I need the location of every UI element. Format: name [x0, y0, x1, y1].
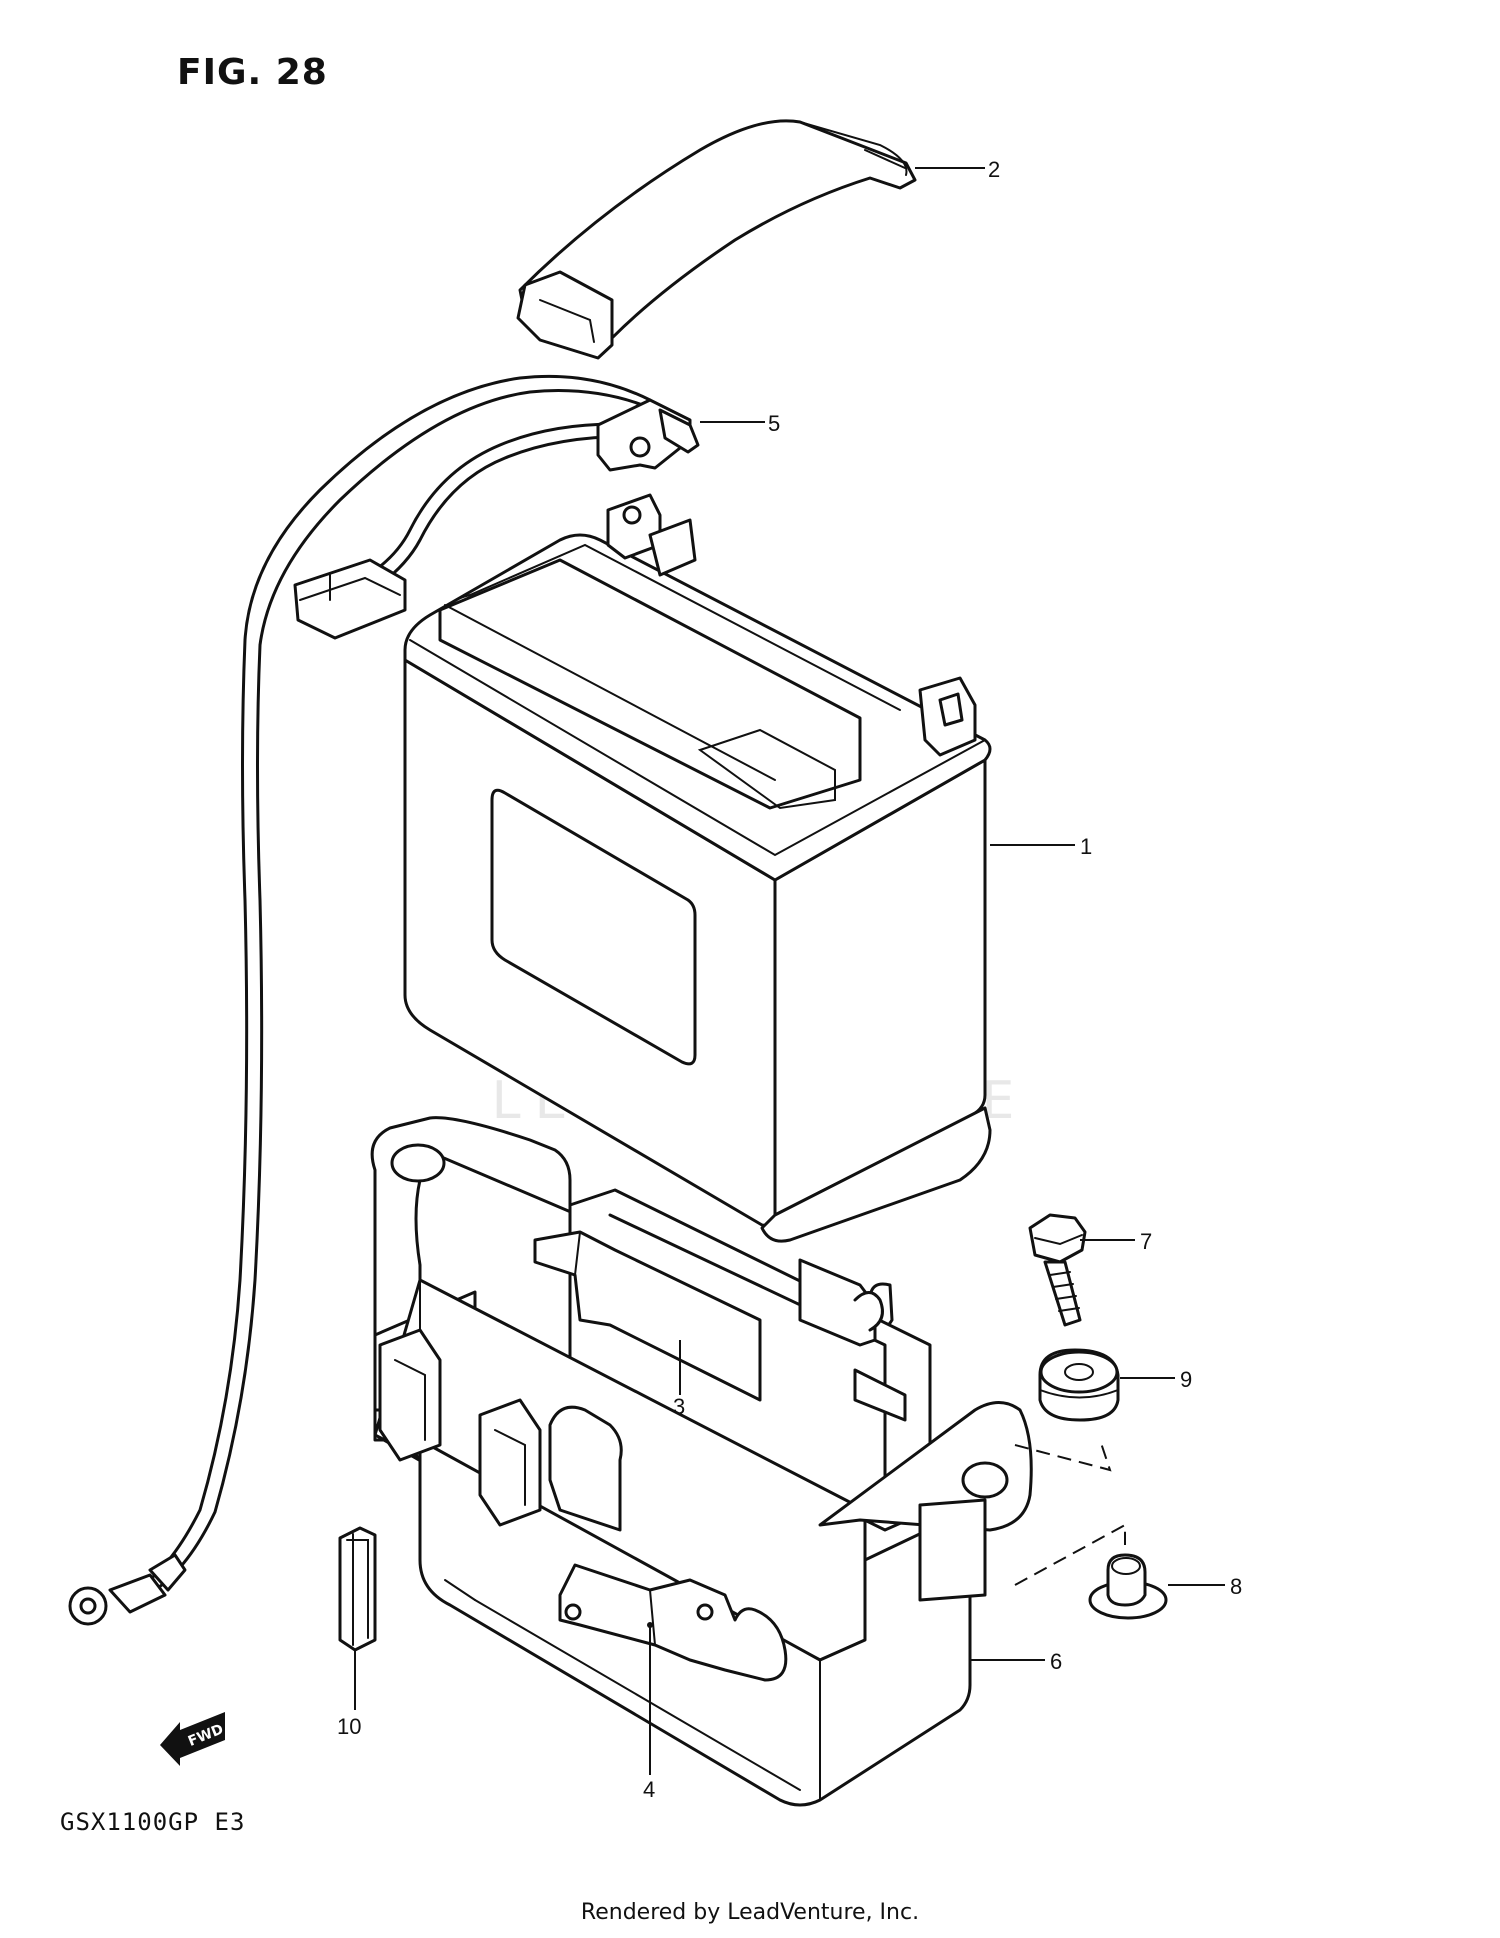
callout-8: 8 [1230, 1574, 1242, 1599]
band[interactable] [338, 1526, 377, 1652]
callout-9: 9 [1180, 1367, 1192, 1392]
bolt[interactable] [1028, 1213, 1087, 1327]
callout-10: 10 [337, 1714, 361, 1739]
battery-holder[interactable] [370, 1116, 1033, 1807]
forward-arrow-icon: FWD [160, 1712, 226, 1766]
callout-1: 1 [1080, 834, 1092, 859]
leader-lines [354, 167, 1225, 1775]
battery-strap[interactable] [516, 119, 917, 360]
callout-7: 7 [1140, 1229, 1152, 1254]
battery-pad[interactable] [533, 1230, 762, 1402]
cushion[interactable] [1038, 1348, 1120, 1422]
callout-3: 3 [673, 1394, 685, 1419]
pad[interactable] [558, 1563, 788, 1682]
figure-title: FIG. 28 [177, 52, 328, 93]
callout-2: 2 [988, 157, 1000, 182]
assembly-line-lower [1014, 1523, 1126, 1586]
callout-4: 4 [643, 1777, 655, 1802]
battery-cable[interactable] [68, 374, 700, 1626]
nut[interactable] [1088, 1553, 1168, 1620]
callout-6: 6 [1050, 1649, 1062, 1674]
assembly-line-upper [1014, 1439, 1112, 1472]
render-credit: Rendered by LeadVenture, Inc. [580, 1900, 920, 1925]
battery[interactable] [403, 493, 992, 1243]
model-code: GSX1100GP E3 [60, 1808, 246, 1836]
callout-5: 5 [768, 411, 780, 436]
